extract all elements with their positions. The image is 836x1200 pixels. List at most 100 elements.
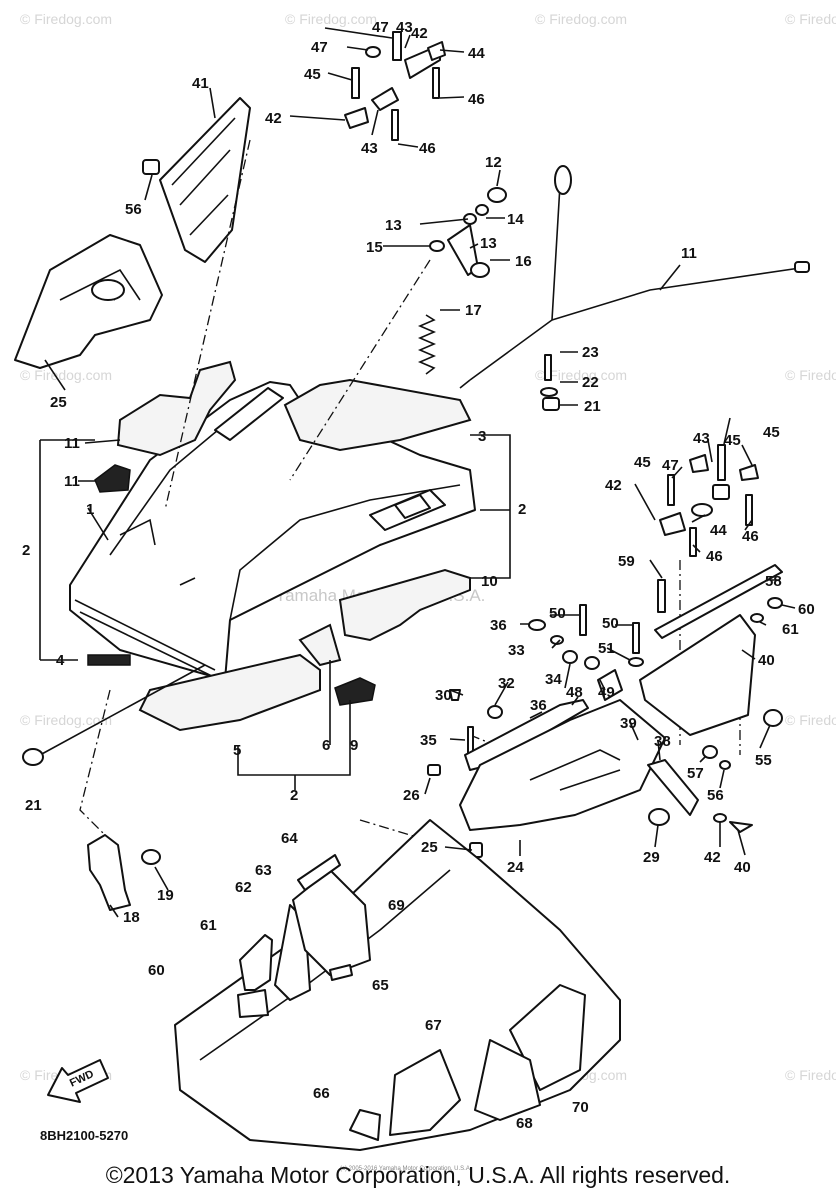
callout: 36 — [530, 697, 547, 714]
callout: 45 — [763, 424, 780, 441]
watermark: © Firedog.com — [20, 367, 112, 383]
part-5-foam — [138, 653, 321, 732]
callout: 41 — [192, 75, 209, 92]
parts-21-23 — [540, 354, 560, 411]
callout: 65 — [372, 977, 389, 994]
callout-leaders — [44, 27, 796, 918]
bolt-cluster-12-16 — [429, 187, 507, 278]
callout-labels: 47 43 47 42 44 45 46 42 43 46 41 56 25 1… — [22, 19, 815, 1132]
part-36-strip — [647, 759, 699, 816]
part-41-shield — [159, 97, 251, 263]
watermark: © Firedog.com — [20, 11, 112, 27]
callout: 46 — [706, 548, 723, 565]
part-18-bracket — [87, 834, 131, 911]
part-59-washer — [750, 613, 764, 623]
callout: 42 — [411, 25, 428, 42]
callout: 13 — [480, 235, 497, 252]
callout: 48 — [566, 684, 583, 701]
callout: 15 — [366, 239, 383, 256]
fwd-arrow: FWD — [47, 1059, 109, 1103]
callout: 42 — [605, 477, 622, 494]
callout: 4 — [56, 652, 65, 669]
callout: 45 — [634, 454, 651, 471]
callout: 33 — [508, 642, 525, 659]
callout: 61 — [782, 621, 799, 638]
callout: 21 — [25, 797, 42, 814]
callout: 26 — [403, 787, 420, 804]
watermark: © Firedog.com — [535, 367, 627, 383]
watermark: © Firedog.com — [20, 712, 112, 728]
callout: 67 — [425, 1017, 442, 1034]
callout: 24 — [507, 859, 524, 876]
callout: 3 — [478, 428, 486, 445]
callout: 57 — [687, 765, 704, 782]
copyright-notice: ©2013 Yamaha Motor Corporation, U.S.A. A… — [105, 1162, 731, 1188]
callout: 45 — [724, 432, 741, 449]
callout: 13 — [385, 217, 402, 234]
callout: 2 — [518, 501, 526, 518]
callout: 32 — [498, 675, 515, 692]
callout: 40 — [734, 859, 751, 876]
callout: 60 — [798, 601, 815, 618]
callout: 61 — [200, 917, 217, 934]
callout: 56 — [125, 201, 142, 218]
callout: 9 — [350, 737, 358, 754]
watermark: © Firedog.com — [785, 1067, 836, 1083]
fastener-cluster-top — [344, 31, 446, 141]
callout: 44 — [710, 522, 727, 539]
callout: 56 — [707, 787, 724, 804]
part-34-rail — [464, 699, 589, 771]
lower-cowl — [174, 819, 621, 1151]
callout: 11 — [64, 435, 80, 452]
callout: 2 — [22, 542, 30, 559]
callout: 11 — [681, 245, 697, 262]
callout: 12 — [485, 154, 502, 171]
callout: 36 — [490, 617, 507, 634]
callout: 21 — [584, 398, 601, 415]
callout: 10 — [481, 573, 498, 590]
callout: 63 — [255, 862, 272, 879]
callout: 43 — [361, 140, 378, 157]
callout: 47 — [372, 19, 389, 36]
callout: 2 — [290, 787, 298, 804]
callout: 1 — [86, 501, 94, 518]
callout: 35 — [420, 732, 437, 749]
callout: 34 — [545, 671, 562, 688]
diagram-code: 8BH2100-5270 — [40, 1128, 128, 1143]
watermark: © Firedog.com — [785, 712, 836, 728]
part-8-foam — [338, 568, 471, 642]
callout: 5 — [233, 742, 241, 759]
callout: 43 — [693, 430, 710, 447]
watermark: © Firedog.com — [285, 11, 377, 27]
callout: 49 — [598, 684, 615, 701]
callout: 70 — [572, 1099, 589, 1116]
callout: 60 — [148, 962, 165, 979]
part-40-panel — [639, 614, 756, 736]
callout: 14 — [507, 211, 524, 228]
callout: 42 — [704, 849, 721, 866]
part-3-foam — [283, 378, 472, 452]
callout: 11 — [64, 473, 80, 490]
callout: 43 — [396, 19, 413, 36]
part-57-bolt — [657, 579, 666, 613]
callout: 29 — [643, 849, 660, 866]
part-6-foam — [298, 623, 342, 667]
callout: 16 — [515, 253, 532, 270]
tiny-notice: (c) 2005-2016 Yamaha Motor Corporation, … — [340, 1166, 472, 1172]
watermark: © Firedog.com — [535, 11, 627, 27]
callout: 44 — [468, 45, 485, 62]
bracket-lines — [39, 434, 511, 790]
callout: 25 — [50, 394, 67, 411]
callout: 55 — [755, 752, 772, 769]
callout: 46 — [468, 91, 485, 108]
callout: 64 — [281, 830, 298, 847]
part-19-nut — [141, 849, 161, 865]
part-58-screw — [767, 597, 783, 609]
panels-60-69 — [237, 854, 371, 1018]
callout: 66 — [313, 1085, 330, 1102]
callout: 68 — [516, 1115, 533, 1132]
part-25-side-cover — [14, 234, 163, 369]
callout: 38 — [654, 733, 671, 750]
callout: 6 — [322, 737, 330, 754]
